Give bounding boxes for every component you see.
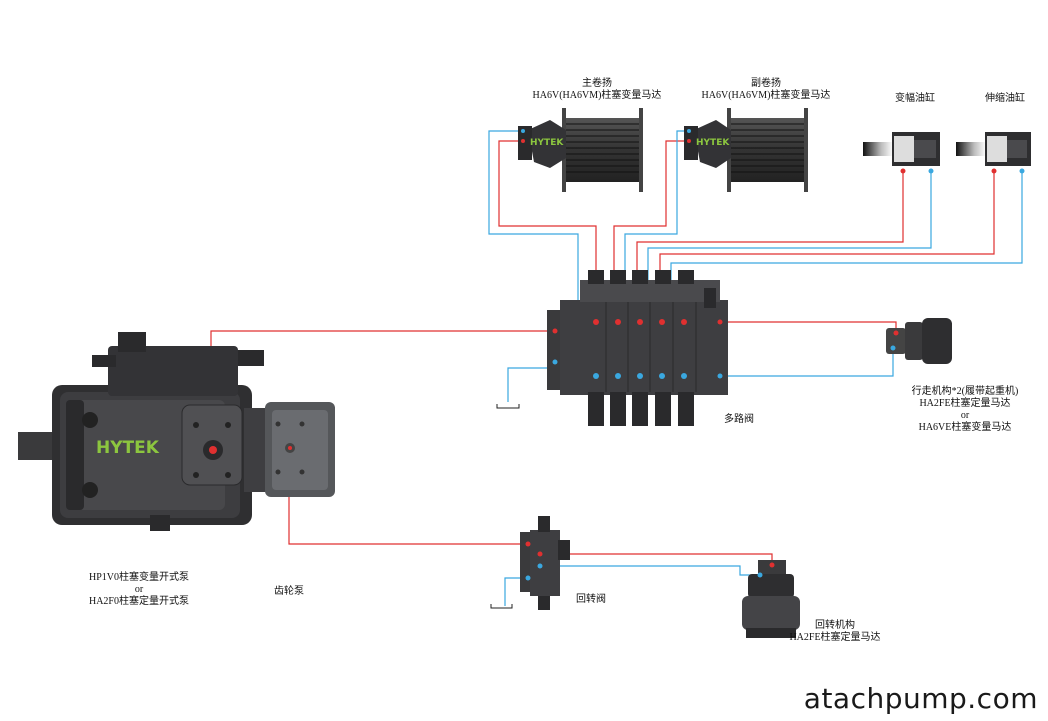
travel-motor: [886, 318, 952, 364]
gear-pump: [244, 402, 335, 497]
main-pump-label: HP1V0柱塞变量开式泵 or HA2F0柱塞定量开式泵: [84, 572, 194, 608]
swing-motor-title: 回转机构: [815, 620, 855, 631]
aux-winch-label: 副卷扬 HA6V(HA6VM)柱塞变量马达: [701, 78, 831, 102]
main-winch: [518, 108, 643, 192]
main-pump-brand-logo: HYTEK: [96, 438, 159, 458]
main-winch-title: 主卷扬: [582, 78, 612, 89]
aux-winch: [684, 108, 808, 192]
main-pump-type-2: HA2F0柱塞定量开式泵: [88, 596, 189, 607]
travel-motor-type-2: HA6VE柱塞变量马达: [918, 422, 1012, 433]
multiway-valve-label: 多路阀: [724, 414, 754, 425]
gear-pump-label: 齿轮泵: [274, 586, 304, 597]
tank-symbols: [490, 404, 520, 609]
travel-motor-title: 行走机构*2(履带起重机): [911, 386, 1019, 397]
swing-motor-type: HA2FE柱塞定量马达: [789, 632, 881, 643]
swing-motor-label: 回转机构 HA2FE柱塞定量马达: [775, 620, 895, 644]
telescopic-cylinder-label: 伸缩油缸: [985, 93, 1025, 104]
travel-motor-label: 行走机构*2(履带起重机) HA2FE柱塞定量马达 or HA6VE柱塞变量马达: [895, 386, 1035, 434]
swing-motor: [742, 560, 800, 638]
multiway-valve: [547, 270, 728, 426]
aux-winch-motor-type: HA6V(HA6VM)柱塞变量马达: [701, 90, 831, 101]
travel-motor-or: or: [960, 410, 970, 421]
main-winch-motor-type: HA6V(HA6VM)柱塞变量马达: [532, 90, 662, 101]
luffing-cylinder-label: 变幅油缸: [895, 93, 935, 104]
swing-valve: [520, 516, 570, 610]
aux-winch-brand-logo: HYTEK: [696, 138, 730, 148]
swing-valve-label: 回转阀: [576, 594, 606, 605]
luffing-cylinder: [863, 132, 940, 174]
main-winch-label: 主卷扬 HA6V(HA6VM)柱塞变量马达: [532, 78, 662, 102]
main-pump: [18, 332, 264, 531]
main-pump-type-1: HP1V0柱塞变量开式泵: [88, 572, 189, 583]
travel-motor-type-1: HA2FE柱塞定量马达: [919, 398, 1011, 409]
main-pump-or: or: [134, 584, 144, 595]
main-winch-brand-logo: HYTEK: [530, 138, 564, 148]
watermark: atachpump.com: [803, 682, 1038, 715]
telescopic-cylinder: [956, 132, 1031, 174]
aux-winch-title: 副卷扬: [751, 78, 781, 89]
